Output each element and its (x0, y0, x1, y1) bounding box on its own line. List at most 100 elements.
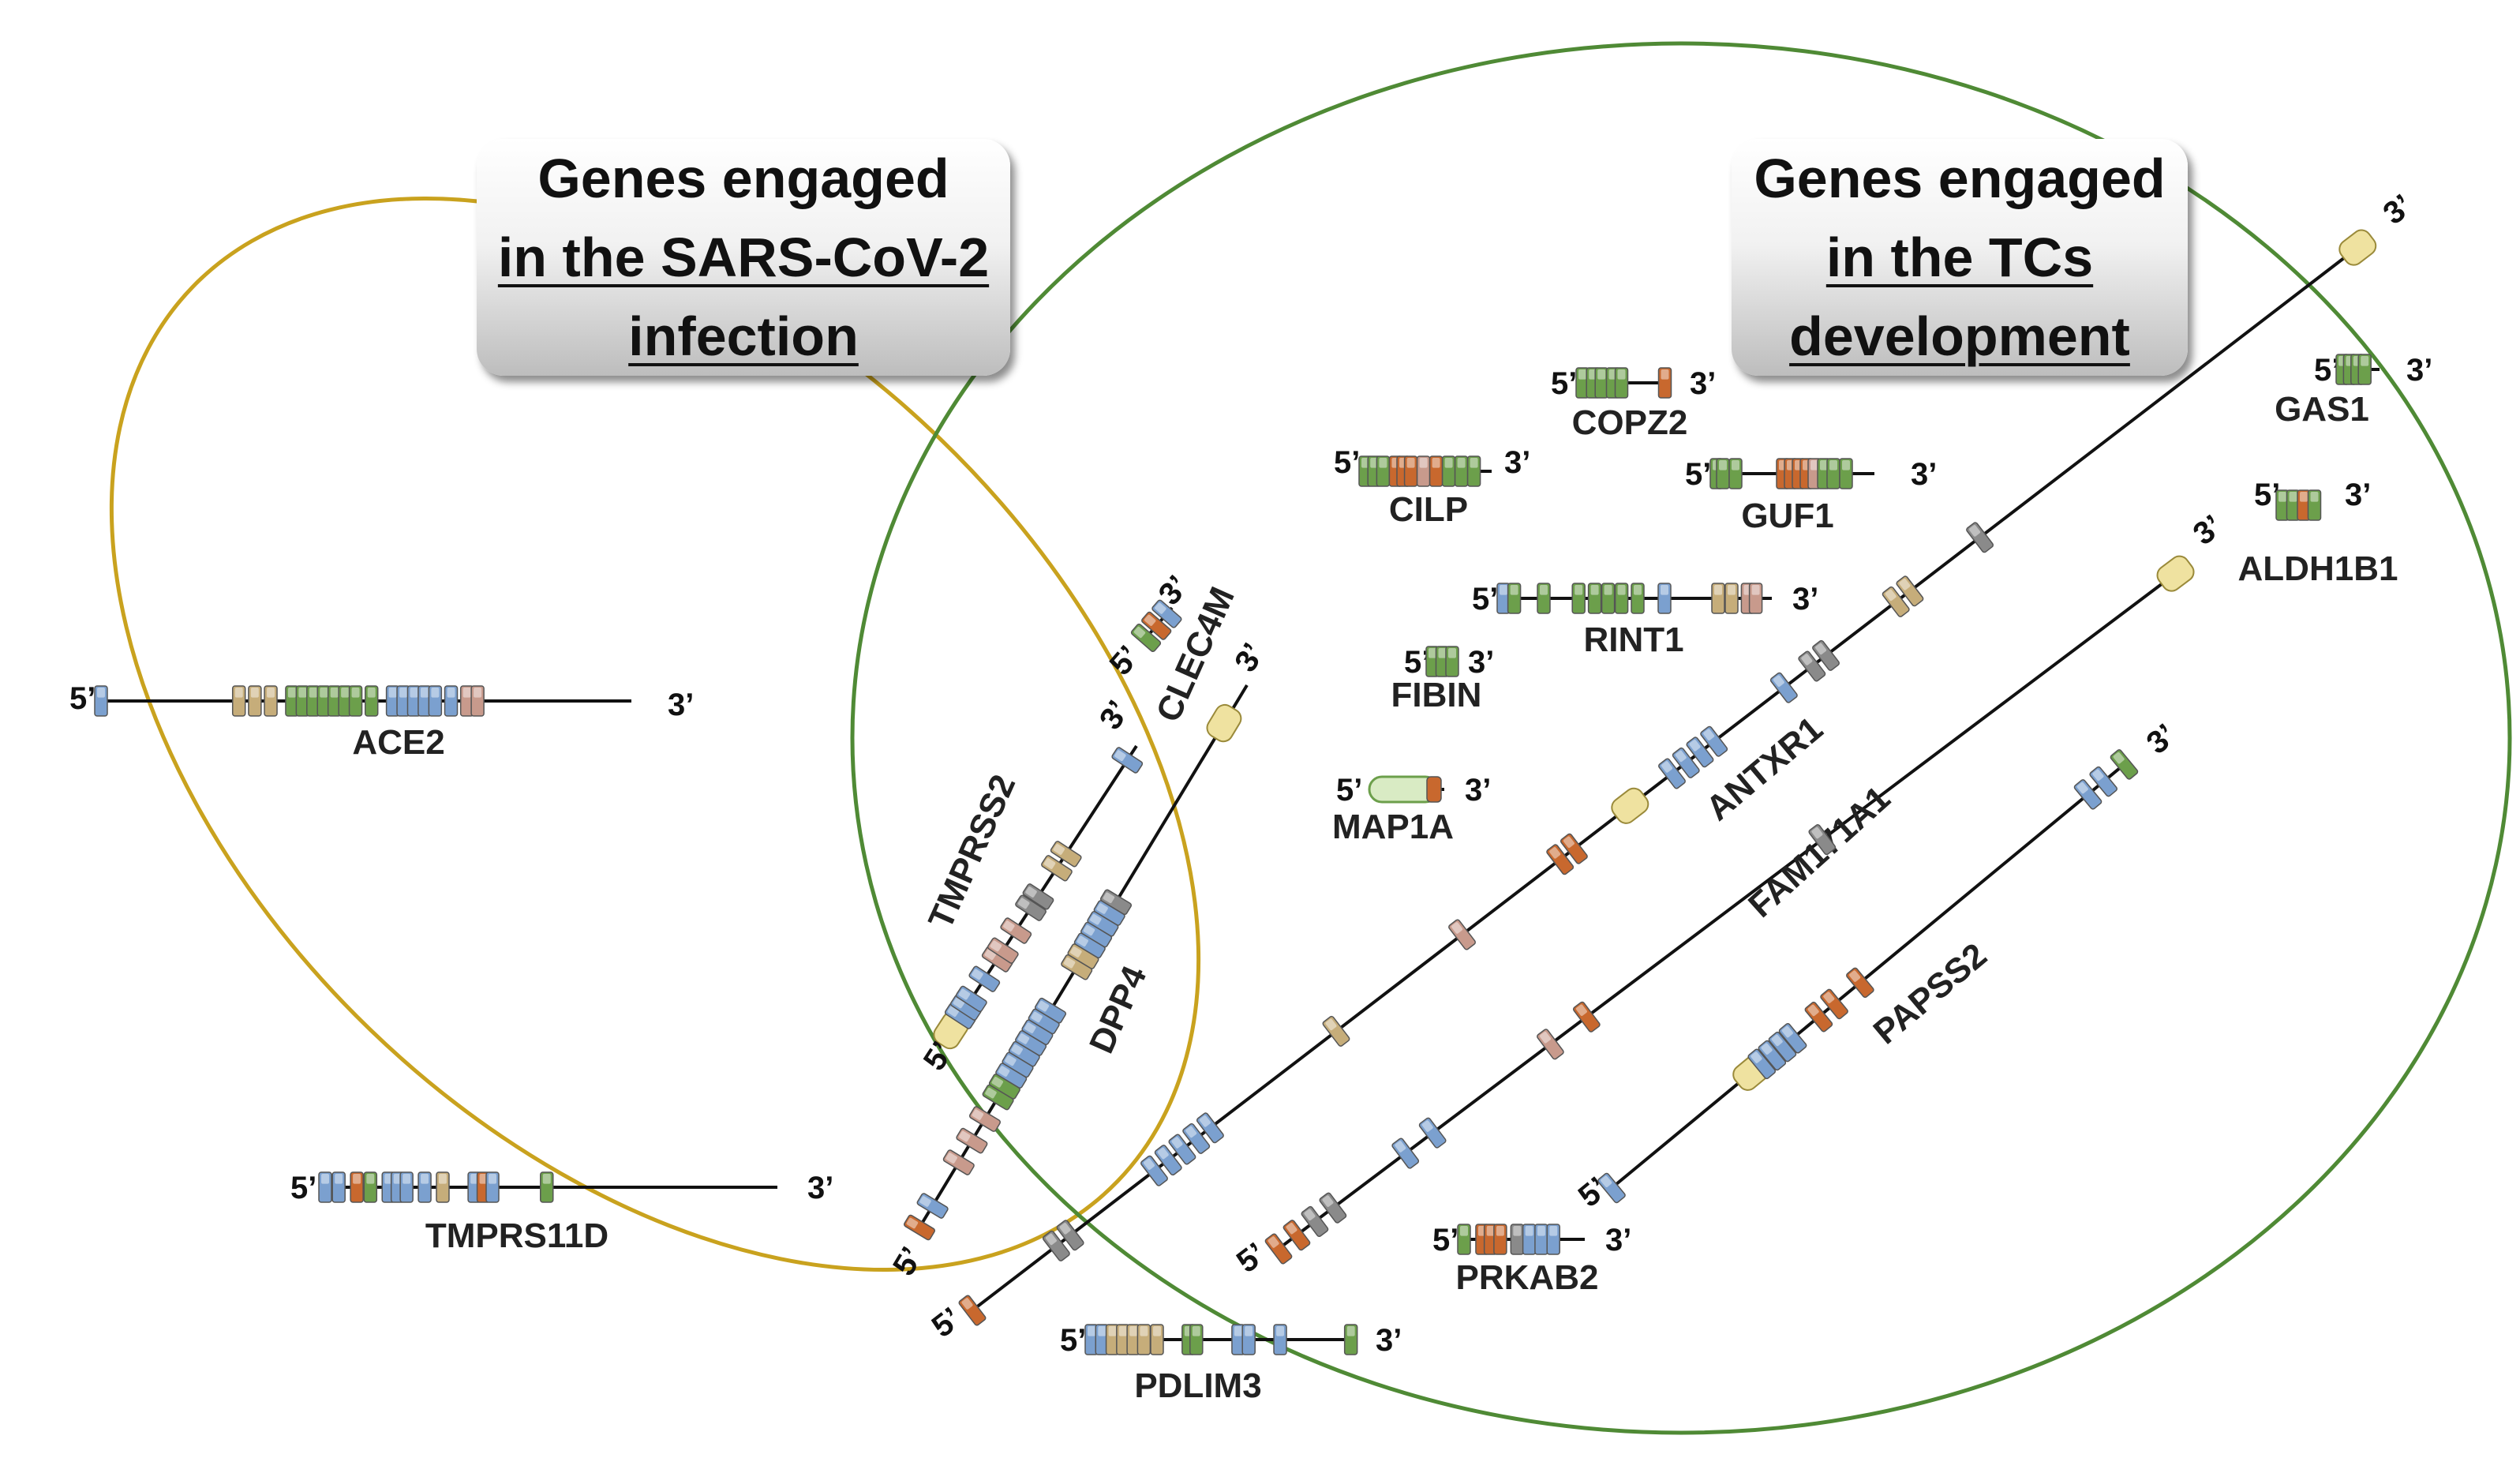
exon-block (306, 685, 320, 717)
exon-block (903, 1214, 936, 1241)
tcs-title-line1: Genes engaged (1754, 148, 2166, 209)
sars-title-line2: in the SARS-CoV-2 (497, 227, 990, 288)
exon-block (1769, 672, 1798, 703)
three-prime-label: 3’ (2187, 508, 2229, 552)
exon-block (1728, 458, 1743, 489)
five-prime-label: 5’ (1103, 639, 1147, 682)
gene-label-tmprs11d: TMPRS11D (425, 1216, 608, 1255)
exon-block (1150, 1324, 1164, 1355)
exon-block (2073, 779, 2102, 810)
exon-block (968, 965, 1001, 992)
gene-rint1: 5’3’RINT1 (1472, 582, 1818, 659)
exon-block (1778, 1023, 1807, 1054)
gene-label-guf1: GUF1 (1741, 497, 1833, 535)
exon-block (1522, 1224, 1537, 1255)
three-prime-label: 3’ (2345, 478, 2371, 512)
exon-block (1343, 1324, 1358, 1355)
exon-block (1587, 583, 1602, 614)
exon-block (1028, 1008, 1060, 1035)
gene-label-papss2: PAPSS2 (1867, 935, 1994, 1051)
three-prime-label: 3’ (1468, 645, 1494, 680)
exon-block (1537, 1029, 1564, 1060)
gene-label-fibin: FIBIN (1391, 676, 1482, 714)
three-prime-label: 3’ (1605, 1223, 1631, 1257)
exon-block (1022, 883, 1054, 910)
exon-block (418, 1171, 432, 1203)
exon-block (1264, 1233, 1293, 1265)
exon-block (295, 685, 310, 717)
exon-block (285, 685, 299, 717)
exon-block (1631, 583, 1645, 614)
exon-block (916, 1193, 949, 1219)
exon-block (1571, 583, 1586, 614)
exon-block (94, 685, 108, 717)
gene-fam171a1: 5’3’FAM171A1 (1230, 508, 2229, 1280)
exon-block (1820, 988, 1848, 1020)
three-prime-label: 3’ (1911, 457, 1937, 492)
exon-block (1301, 1205, 1329, 1237)
exon-block (1601, 583, 1616, 614)
gene-label-map1a: MAP1A (1332, 808, 1454, 846)
exon-block (1896, 575, 1924, 607)
exon-block (264, 685, 278, 717)
exon-block (1493, 1224, 1507, 1255)
exon-block (1724, 583, 1739, 614)
gene-label-fam171a1: FAM171A1 (1741, 779, 1897, 925)
exon-block (348, 685, 363, 717)
exon-block (1105, 1324, 1120, 1355)
exon-block (327, 685, 342, 717)
exon-block (1507, 583, 1522, 614)
exon-block (331, 1171, 346, 1203)
exon-block (1099, 889, 1133, 916)
exon-block (968, 1106, 1002, 1132)
gene-backbone (1610, 759, 2131, 1190)
gene-fibin: 5’3’FIBIN (1391, 645, 1495, 714)
exon-block (1168, 1134, 1196, 1165)
exon-block (1448, 919, 1477, 950)
exon-block (1056, 1220, 1084, 1251)
exon-block (955, 985, 987, 1013)
exon-block (2307, 489, 2322, 521)
three-prime-label: 3’ (668, 688, 694, 722)
exon-block (1657, 367, 1672, 399)
exon-block (1611, 787, 1649, 824)
exon-block (1594, 367, 1608, 399)
exon-block (1015, 894, 1047, 921)
exon-block (1445, 646, 1459, 677)
exon-block (1319, 1192, 1347, 1224)
five-prime-label: 5’ (1060, 1323, 1086, 1358)
gene-clec4m: 5’3’CLEC4M (1103, 569, 1242, 728)
exon-block (470, 685, 485, 717)
exon-block (1376, 455, 1391, 487)
gene-label-pdlim3: PDLIM3 (1134, 1366, 1261, 1405)
exon-block (1042, 1230, 1070, 1261)
three-prime-label: 3’ (1690, 366, 1716, 401)
three-prime-label: 3’ (2377, 188, 2419, 231)
gene-label-gas1: GAS1 (2275, 390, 2369, 429)
exon-block (956, 1127, 988, 1154)
exon-block (1826, 458, 1840, 489)
exon-block (1804, 1001, 1833, 1033)
exon-block (1966, 522, 1994, 553)
exon-block (2338, 229, 2377, 266)
tcs-title-line3: development (1789, 305, 2130, 367)
three-prime-label: 3’ (1376, 1323, 1402, 1358)
exon-block (1428, 455, 1443, 487)
sars-title-line3: infection (628, 305, 859, 367)
exon-block (1686, 736, 1714, 768)
gene-label-tmprss2: TMPRSS2 (921, 769, 1023, 935)
exon-block (1141, 611, 1172, 640)
exon-block (1658, 758, 1686, 789)
exon-block (1657, 583, 1672, 614)
exon-block (1130, 623, 1162, 653)
exon-block (1711, 583, 1725, 614)
exon-block (1034, 997, 1067, 1024)
exon-block (1758, 1040, 1787, 1071)
exon-block (1454, 455, 1469, 487)
gene-label-antxr1: ANTXR1 (1699, 710, 1830, 829)
exon-block (1241, 1324, 1256, 1355)
five-prime-label: 5’ (1334, 445, 1360, 480)
three-prime-label: 3’ (1228, 637, 1271, 677)
exon-block (1457, 1224, 1471, 1255)
